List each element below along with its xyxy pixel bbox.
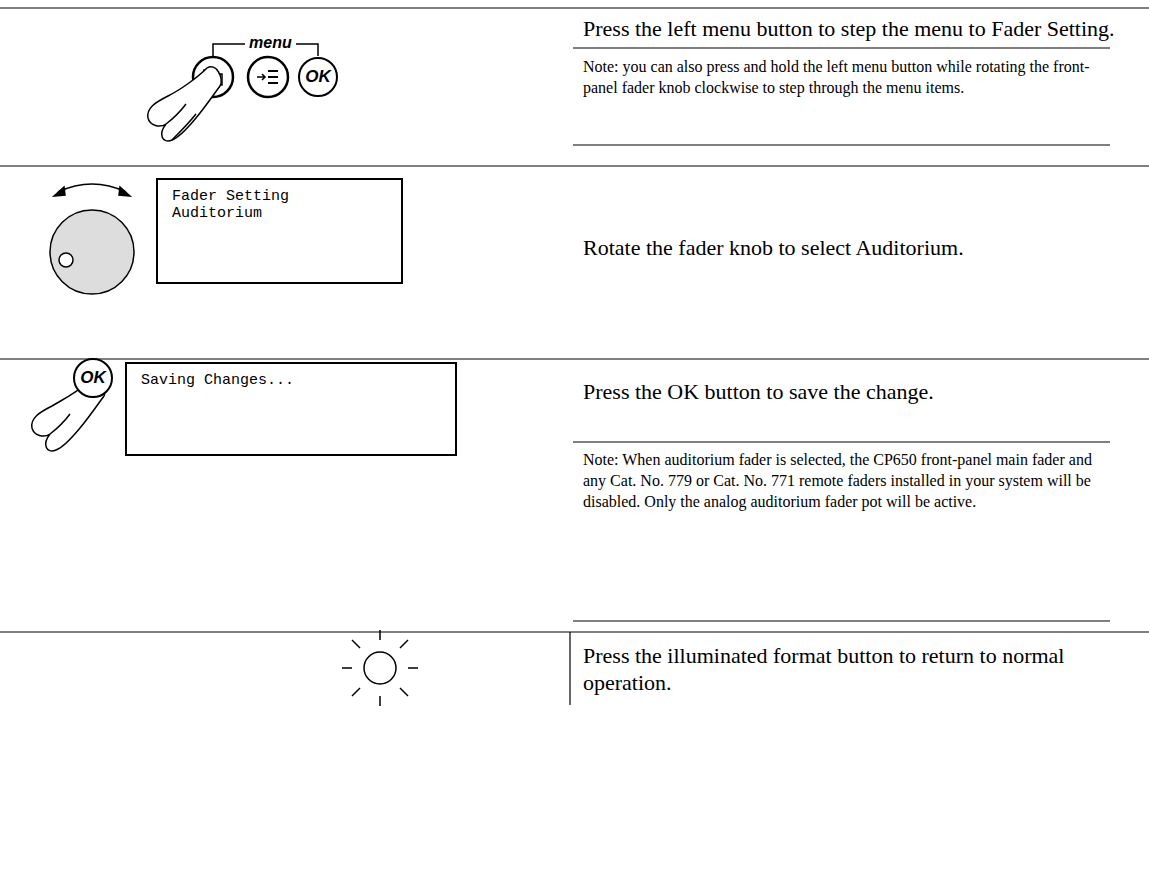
- instruction: Press the OK button to save the change.: [583, 378, 1143, 405]
- display-text: Auditorium: [172, 205, 387, 222]
- lcd-display: Fader SettingAuditorium: [156, 178, 403, 284]
- menu-label: menu: [245, 34, 296, 52]
- note: Note: you can also press and hold the le…: [583, 56, 1103, 98]
- lcd-display: Saving Changes...: [125, 362, 457, 456]
- instruction: Press the left menu button to step the m…: [583, 15, 1143, 42]
- note: Note: When auditorium fader is selected,…: [583, 449, 1103, 512]
- button-label: OK: [80, 368, 106, 388]
- ok-button: OK: [73, 358, 113, 398]
- display-text: Saving Changes...: [141, 372, 441, 389]
- button-label: OK: [305, 67, 331, 87]
- display-text: Fader Setting: [172, 188, 387, 205]
- ok-button: OK: [298, 57, 338, 97]
- instruction: Press the illuminated format button to r…: [583, 642, 1143, 696]
- instruction: Rotate the fader knob to select Auditori…: [583, 234, 1143, 261]
